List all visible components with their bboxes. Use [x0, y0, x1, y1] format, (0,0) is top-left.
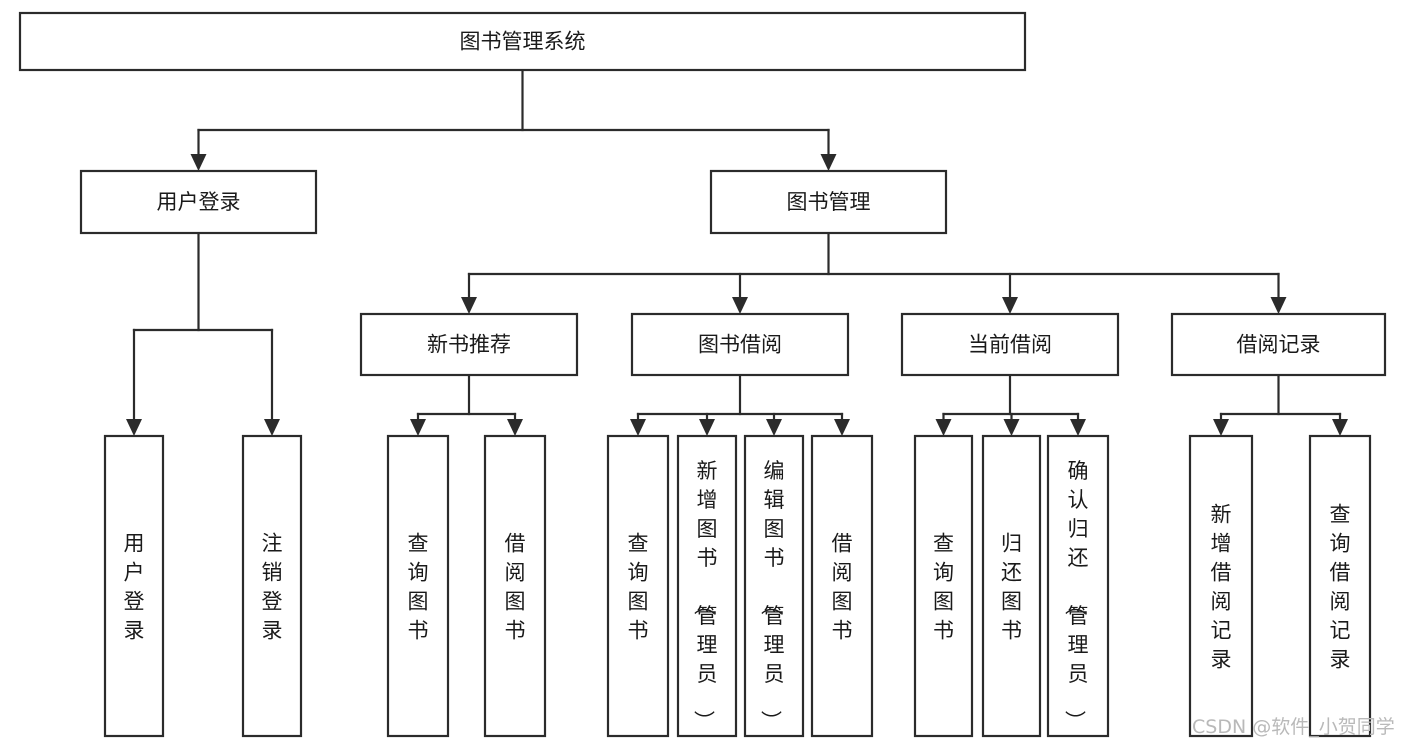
- leaf-node-12[interactable]: 新增借阅记录: [1188, 434, 1254, 738]
- leaf-node-6[interactable]: 新增图书（管理员）: [676, 434, 738, 738]
- leaf-node-1[interactable]: 用户登录: [103, 434, 165, 738]
- leaf-node-box[interactable]: [1046, 434, 1110, 738]
- leaf-node-label: 确认归还（管理员）: [1063, 459, 1089, 731]
- leaf-node-7[interactable]: 编辑图书（管理员）: [743, 434, 805, 738]
- leaf-node-label: 查询图书: [628, 532, 649, 643]
- leaf-node-10[interactable]: 归还图书: [981, 434, 1042, 738]
- level2-node-box[interactable]: [709, 169, 948, 235]
- arrow-head-icon: [264, 419, 280, 436]
- root-node-box[interactable]: [18, 11, 1027, 72]
- level3-node-box[interactable]: [359, 312, 579, 377]
- arrow-head-icon: [820, 154, 837, 171]
- level3-node-label: 当前借阅: [968, 333, 1052, 357]
- leaf-node-11[interactable]: 确认归还（管理员）: [1046, 434, 1110, 738]
- arrow-head-icon: [699, 419, 715, 436]
- leaf-node-label: 借阅图书: [832, 532, 853, 643]
- arrow-head-icon: [507, 419, 523, 436]
- arrow-head-icon: [126, 419, 142, 436]
- leaf-node-3[interactable]: 查询图书: [386, 434, 450, 738]
- leaf-node-label: 查询借阅记录: [1330, 503, 1351, 672]
- level2-node-box[interactable]: [79, 169, 318, 235]
- leaf-node-box[interactable]: [483, 434, 547, 738]
- level2-node-1[interactable]: 用户登录: [79, 169, 318, 235]
- leaf-node-4[interactable]: 借阅图书: [483, 434, 547, 738]
- level2-node-2[interactable]: 图书管理: [709, 169, 948, 235]
- leaf-node-5[interactable]: 查询图书: [606, 434, 670, 738]
- level3-node-2[interactable]: 图书借阅: [630, 312, 850, 377]
- arrow-head-icon: [1332, 419, 1348, 436]
- leaf-node-label: 新增图书（管理员）: [692, 459, 718, 731]
- leaf-node-box[interactable]: [913, 434, 974, 738]
- leaf-node-9[interactable]: 查询图书: [913, 434, 974, 738]
- leaf-node-label: 借阅图书: [505, 532, 526, 643]
- arrow-head-icon: [461, 297, 477, 314]
- leaf-node-8[interactable]: 借阅图书: [810, 434, 874, 738]
- level3-node-box[interactable]: [630, 312, 850, 377]
- node-layer: 图书管理系统用户登录图书管理新书推荐图书借阅当前借阅借阅记录用户登录注销登录查询…: [18, 11, 1387, 738]
- level3-node-3[interactable]: 当前借阅: [900, 312, 1120, 377]
- arrow-head-icon: [410, 419, 426, 436]
- leaf-node-2[interactable]: 注销登录: [241, 434, 303, 738]
- level3-node-4[interactable]: 借阅记录: [1170, 312, 1387, 377]
- arrow-head-icon: [766, 419, 782, 436]
- leaf-node-box[interactable]: [386, 434, 450, 738]
- arrow-head-icon: [1003, 419, 1020, 436]
- leaf-node-box[interactable]: [676, 434, 738, 738]
- level3-node-label: 借阅记录: [1237, 333, 1321, 357]
- leaf-node-label: 归还图书: [1001, 532, 1022, 643]
- leaf-node-box[interactable]: [1308, 434, 1372, 738]
- leaf-node-label: 编辑图书（管理员）: [759, 459, 785, 731]
- leaf-node-label: 用户登录: [124, 532, 145, 643]
- leaf-node-box[interactable]: [103, 434, 165, 738]
- leaf-node-box[interactable]: [981, 434, 1042, 738]
- level3-node-1[interactable]: 新书推荐: [359, 312, 579, 377]
- leaf-node-box[interactable]: [743, 434, 805, 738]
- arrow-head-icon: [1270, 297, 1287, 314]
- root-node-1[interactable]: 图书管理系统: [18, 11, 1027, 72]
- connector-layer: [126, 68, 1348, 436]
- arrow-head-icon: [1070, 419, 1086, 436]
- leaf-node-box[interactable]: [606, 434, 670, 738]
- arrow-head-icon: [630, 419, 646, 436]
- arrow-head-icon: [1213, 419, 1229, 436]
- level2-node-label: 图书管理: [787, 190, 871, 214]
- arrow-head-icon: [1002, 297, 1018, 314]
- leaf-node-box[interactable]: [241, 434, 303, 738]
- leaf-node-label: 查询图书: [933, 532, 954, 643]
- leaf-node-box[interactable]: [1188, 434, 1254, 738]
- leaf-node-label: 新增借阅记录: [1211, 503, 1232, 672]
- leaf-node-13[interactable]: 查询借阅记录: [1308, 434, 1372, 738]
- leaf-node-label: 查询图书: [408, 532, 429, 643]
- level3-node-box[interactable]: [1170, 312, 1387, 377]
- level3-node-box[interactable]: [900, 312, 1120, 377]
- level3-node-label: 新书推荐: [427, 333, 511, 357]
- arrow-head-icon: [190, 154, 207, 171]
- csdn-watermark: CSDN @软件_小贺同学: [1192, 716, 1395, 738]
- arrow-head-icon: [935, 419, 952, 436]
- level2-node-label: 用户登录: [157, 190, 241, 214]
- level3-node-label: 图书借阅: [698, 333, 782, 357]
- arrow-head-icon: [834, 419, 850, 436]
- root-node-label: 图书管理系统: [460, 30, 586, 54]
- arrow-head-icon: [732, 297, 748, 314]
- leaf-node-box[interactable]: [810, 434, 874, 738]
- leaf-node-label: 注销登录: [262, 532, 283, 643]
